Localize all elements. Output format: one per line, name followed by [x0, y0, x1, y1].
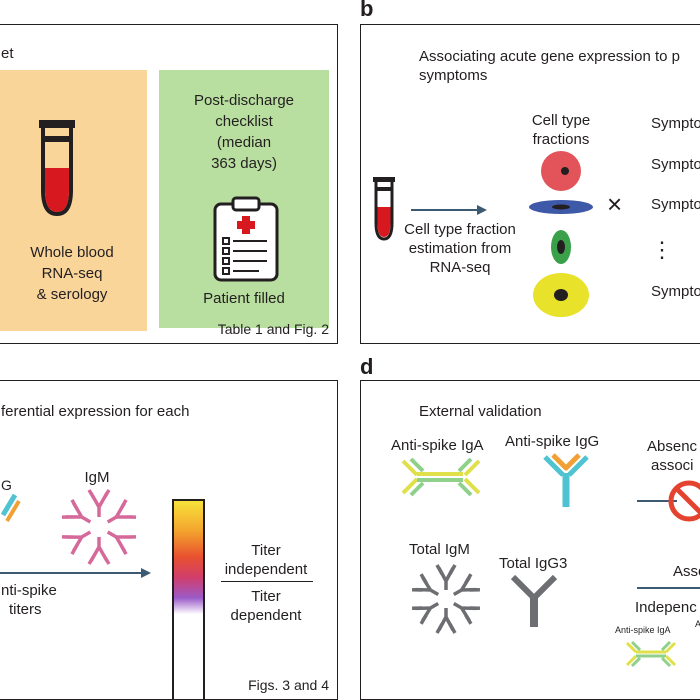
estimation-arrow	[411, 205, 487, 215]
titer-dependent-2: dependent	[230, 607, 302, 624]
total-igg3-label: Total IgG3	[499, 555, 568, 572]
symptom-label: Sympto	[651, 283, 700, 300]
symptom-label: Sympto	[651, 115, 700, 132]
blood-label-1: Whole blood	[30, 244, 114, 261]
red-cell-icon	[541, 151, 581, 191]
anti-spike-label-1: nti-spike	[1, 582, 57, 599]
igg3-antibody-icon	[510, 574, 558, 627]
test-tube-icon	[39, 120, 75, 217]
panel-c-title: ferential expression for each	[1, 403, 190, 420]
test-tube-icon	[373, 177, 395, 241]
blood-label-2: RNA-seq	[41, 265, 103, 282]
panel-label-d: d	[360, 354, 374, 379]
igg-antibody-icon	[543, 453, 589, 507]
checklist-box: Post-discharge checklist (median 363 day…	[159, 70, 329, 328]
panel-label-b: b	[360, 0, 374, 21]
absence-label-1: Absenc	[647, 438, 698, 455]
absence-label-2: associ	[651, 457, 694, 474]
independent-label: Indepenc	[635, 599, 697, 616]
blood-label-3: & serology	[36, 286, 108, 303]
total-igm-label: Total IgM	[409, 541, 470, 558]
association-label: Associa	[673, 563, 700, 580]
anti-spike-igg-label: Anti-spike IgG	[505, 433, 600, 450]
cell-type-label-2: fractions	[532, 131, 590, 148]
vertical-ellipsis: ⋮	[651, 237, 673, 262]
panel-d-title: External validation	[419, 403, 542, 420]
panel-b-title-2: symptoms	[419, 67, 488, 84]
cell-type-label-1: Cell type	[531, 112, 591, 129]
panel-a-reference: Table 1 and Fig. 2	[217, 321, 329, 337]
checklist-label-2: checklist	[215, 113, 273, 130]
small-iga-label: Anti-spike IgA	[615, 625, 671, 635]
estimation-label-3: RNA-seq	[429, 259, 491, 276]
igm-label: IgM	[84, 469, 110, 486]
checklist-label-4: 363 days)	[211, 155, 277, 172]
titer-independent-2: independent	[224, 561, 308, 578]
igm-pentamer-icon	[61, 489, 137, 565]
panel-a: et Whole blood RNA-seq & serology Post-d…	[0, 24, 338, 344]
titer-arrow	[0, 568, 151, 578]
g-label-fragment: G	[1, 477, 12, 493]
estimation-label-1: Cell type fraction	[404, 221, 516, 238]
checklist-label-1: Post-discharge	[193, 92, 295, 109]
green-cell-icon	[551, 230, 571, 264]
prohibition-icon	[637, 480, 700, 522]
iga-dimer-icon	[401, 457, 481, 497]
blue-cell-icon	[529, 200, 593, 214]
small-iga-dimer-icon	[625, 640, 677, 668]
clipboard-icon	[213, 196, 279, 282]
titer-dependent-1: Titer	[251, 588, 281, 605]
panel-c: ferential expression for each G IgM nti-…	[0, 380, 338, 700]
small-a-label: A	[695, 619, 700, 629]
anti-spike-iga-label: Anti-spike IgA	[391, 437, 484, 454]
titer-divider	[221, 581, 313, 582]
igm-pentamer-icon	[412, 564, 480, 634]
titer-gradient-bar	[172, 499, 205, 699]
anti-spike-label-2: titers	[9, 601, 42, 618]
estimation-label-2: estimation from	[408, 240, 512, 257]
cell-types-illustration	[529, 151, 593, 317]
association-line	[637, 587, 700, 589]
patient-filled-label: Patient filled	[203, 290, 285, 307]
titer-independent-1: Titer	[251, 542, 281, 559]
panel-b-title-1: Associating acute gene expression to p	[419, 48, 680, 65]
panel-d: External validation Anti-spike IgA Anti-…	[360, 380, 700, 700]
blood-sample-box: Whole blood RNA-seq & serology	[0, 70, 147, 331]
panel-b: Associating acute gene expression to p s…	[360, 24, 700, 344]
checklist-label-3: (median	[216, 134, 272, 151]
partial-antibody-icon	[0, 493, 21, 523]
multiply-sign: ×	[607, 189, 623, 219]
symptom-label: Sympto	[651, 196, 700, 213]
panel-a-title: et	[1, 45, 14, 62]
panel-c-reference: Figs. 3 and 4	[248, 677, 329, 693]
symptom-label: Sympto	[651, 156, 700, 173]
yellow-cell-icon	[533, 273, 589, 317]
